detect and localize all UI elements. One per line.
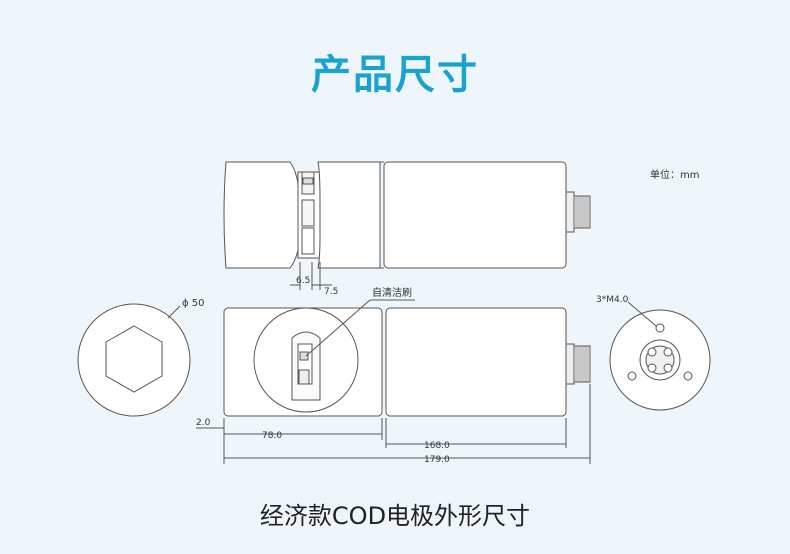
top-main-body bbox=[383, 161, 567, 269]
length-78-label: 78.0 bbox=[262, 431, 282, 441]
front-body-right bbox=[385, 307, 567, 417]
bottom-dimensions bbox=[196, 384, 591, 464]
brush-label: 自清洁刷 bbox=[372, 286, 412, 299]
top-view-sensor bbox=[223, 161, 591, 269]
diameter-label: ϕ 50 bbox=[182, 298, 205, 309]
gap-left-label: 6.5 bbox=[296, 276, 310, 286]
length-168-label: 168.0 bbox=[424, 441, 450, 451]
caption: 经济款COD电极外形尺寸 bbox=[259, 502, 531, 530]
front-connector-base bbox=[565, 343, 575, 385]
top-dimensions bbox=[290, 262, 332, 290]
top-mid-cap bbox=[317, 161, 381, 269]
mount-hole-left bbox=[627, 371, 637, 381]
page-title: 产品尺寸 bbox=[311, 52, 479, 98]
mount-hole-top bbox=[655, 323, 665, 333]
top-connector-base bbox=[565, 191, 575, 233]
offset-label: 2.0 bbox=[196, 418, 211, 428]
thread-label: 3*M4.0 bbox=[596, 295, 629, 305]
front-view-sensor bbox=[223, 307, 591, 417]
unit-label: 单位：mm bbox=[650, 168, 699, 181]
length-179-label: 179.0 bbox=[424, 455, 450, 465]
gap-right-label: 7.5 bbox=[324, 287, 338, 297]
left-end-view bbox=[77, 303, 191, 417]
brush-leader bbox=[305, 299, 415, 357]
top-left-cap bbox=[223, 161, 301, 269]
right-end-view bbox=[609, 301, 711, 411]
hex-nut bbox=[105, 325, 163, 393]
mount-hole-right bbox=[683, 371, 693, 381]
